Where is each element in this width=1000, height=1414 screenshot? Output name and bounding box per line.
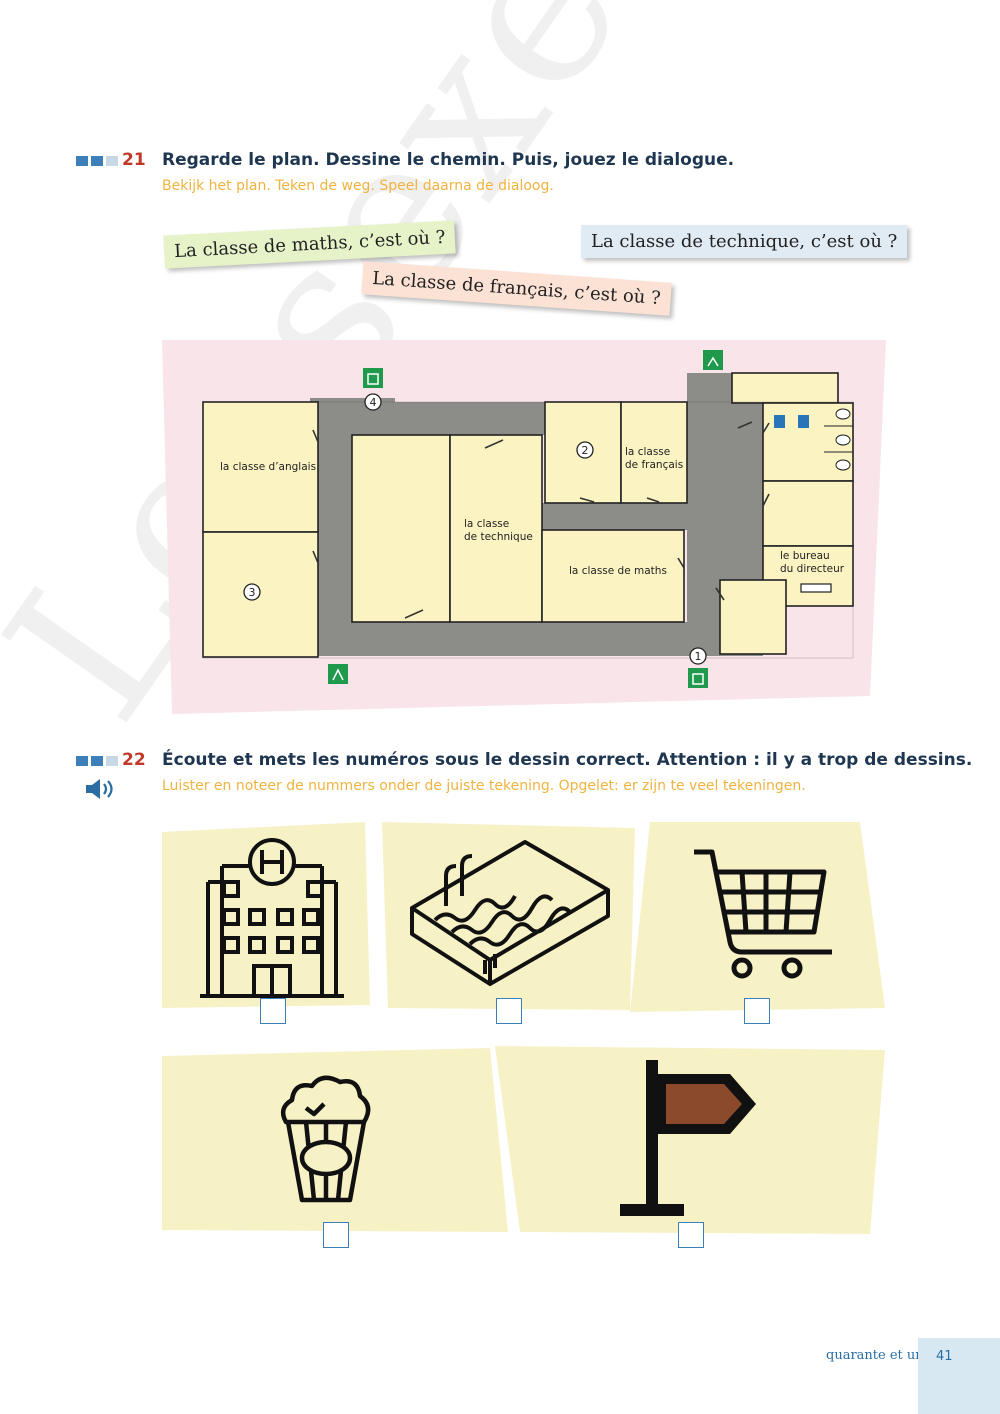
note-technique: La classe de technique, c’est où ?: [581, 225, 908, 258]
answer-box-cart[interactable]: [744, 998, 770, 1024]
page-number-box: [918, 1338, 1000, 1414]
room-anglais: [202, 401, 319, 533]
room-right-middle: [762, 480, 854, 547]
marker-1: [689, 647, 707, 665]
marker-4-label: 4: [370, 396, 377, 409]
level-block: [76, 756, 88, 766]
exercise-subtitle-21: Bekijk het plan. Teken de weg. Speel daa…: [162, 178, 554, 194]
exercise-number-21: 21: [122, 150, 146, 170]
marker-3-label: 3: [249, 586, 256, 599]
room-maths: [541, 529, 685, 623]
room-label-technique-1: la classe: [464, 518, 509, 530]
room-3: [202, 531, 319, 658]
shopping-cart-icon: [694, 849, 832, 979]
level-block: [106, 156, 118, 166]
marker-4: [364, 393, 382, 411]
room-label-technique-2: de technique: [464, 531, 533, 543]
room-label-maths: la classe de maths: [569, 565, 667, 577]
school-floor-plan: la classe d’anglais la classe de techniq…: [162, 340, 886, 714]
toilet-icon: [774, 408, 853, 471]
exercise-subtitle-22: Luister en noteer de nummers onder de ju…: [162, 778, 806, 794]
level-block: [91, 756, 103, 766]
card-signpost: [495, 1046, 885, 1234]
marker-2-label: 2: [582, 444, 589, 457]
marker-2: [576, 441, 594, 459]
answer-box-hotel[interactable]: [260, 998, 286, 1024]
note-maths: La classe de maths, c’est où ?: [163, 220, 457, 269]
room-bottom-right: [719, 579, 787, 655]
room-technique: [449, 434, 543, 623]
room-center-left: [351, 434, 451, 623]
picture-grid: [162, 822, 885, 1234]
answer-box-pool[interactable]: [496, 998, 522, 1024]
marker-1-label: 1: [695, 650, 702, 663]
room-label-anglais: la classe d’anglais: [220, 461, 316, 473]
page-number-words: quarante et un: [826, 1348, 924, 1363]
room-label-bureau-1: le bureau: [780, 550, 830, 562]
answer-box-signpost[interactable]: [678, 1222, 704, 1248]
speaker-icon[interactable]: [84, 777, 118, 801]
level-block: [76, 156, 88, 166]
room-top-right: [731, 372, 839, 404]
hotel-icon: [200, 838, 344, 998]
popcorn-icon: [280, 1075, 371, 1203]
exercise-number-22: 22: [122, 750, 146, 770]
room-label-bureau-2: du directeur: [780, 563, 845, 575]
swimming-pool-icon: [410, 840, 610, 986]
desk: [800, 583, 832, 593]
room-label-francais-1: la classe: [625, 446, 670, 458]
marker-3: [243, 583, 261, 601]
room-francais: [620, 401, 688, 504]
difficulty-level-21: [76, 156, 118, 166]
level-block: [91, 156, 103, 166]
exercise-title-22: Écoute et mets les numéros sous le dessi…: [162, 750, 973, 770]
page-number: 41: [936, 1349, 953, 1364]
exercise-title-21: Regarde le plan. Dessine le chemin. Puis…: [162, 150, 735, 170]
card-popcorn: [162, 1048, 508, 1232]
note-francais: La classe de français, c’est où ?: [361, 261, 672, 316]
level-block: [106, 756, 118, 766]
room-label-francais-2: de français: [625, 459, 683, 471]
signpost-flag-icon: [620, 1060, 756, 1216]
answer-box-popcorn[interactable]: [323, 1222, 349, 1248]
difficulty-level-22: [76, 756, 118, 766]
card-cart: [630, 822, 885, 1012]
